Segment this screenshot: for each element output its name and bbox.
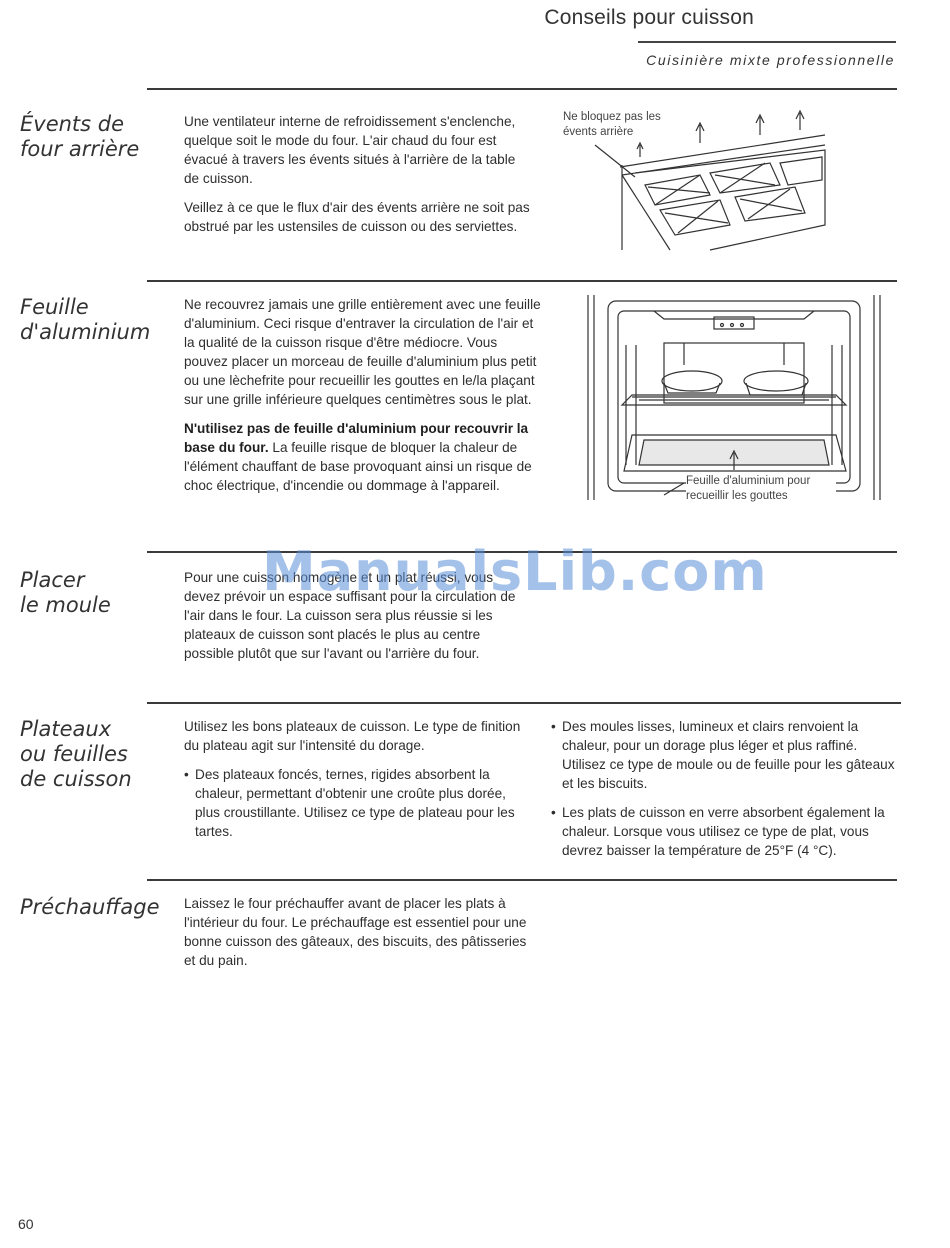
list-item: Des moules lisses, lumineux et clairs re… xyxy=(551,717,903,793)
header-rule xyxy=(638,41,896,43)
section-heading-trays: Plateaux ou feuilles de cuisson xyxy=(20,717,132,791)
section-heading-events: Évents de four arrière xyxy=(20,112,140,161)
section-divider xyxy=(147,88,897,90)
section-divider xyxy=(147,879,897,881)
paragraph: Une ventilateur interne de refroidisseme… xyxy=(184,114,516,186)
vents-caption: Ne bloquez pas les évents arrière xyxy=(563,111,661,138)
list-item: Les plats de cuisson en verre absorbent … xyxy=(551,803,903,860)
section-body-trays-right: Des moules lisses, lumineux et clairs re… xyxy=(551,717,903,870)
page-subtitle: Cuisinière mixte professionnelle xyxy=(646,52,895,68)
paragraph: Ne recouvrez jamais une grille entièreme… xyxy=(184,297,541,407)
list-item: Des plateaux foncés, ternes, rigides abs… xyxy=(184,765,534,841)
paragraph: Pour une cuisson homogène et un plat réu… xyxy=(184,570,516,661)
section-divider xyxy=(147,280,897,282)
section-body-trays-left: Utilisez les bons plateaux de cuisson. L… xyxy=(184,717,534,851)
paragraph: Veillez à ce que le flux d'air des évent… xyxy=(184,200,530,234)
section-body-mold: Pour une cuisson homogène et un plat réu… xyxy=(184,568,529,663)
oven-interior-illustration xyxy=(587,295,881,500)
section-heading-preheat: Préchauffage xyxy=(20,895,160,919)
section-heading-foil: Feuille d'aluminium xyxy=(20,295,151,344)
page-number: 60 xyxy=(18,1216,34,1232)
page-title: Conseils pour cuisson xyxy=(544,6,754,29)
paragraph: Laissez le four préchauffer avant de pla… xyxy=(184,896,527,968)
section-divider xyxy=(147,702,901,704)
section-body-foil: Ne recouvrez jamais une grille entièreme… xyxy=(184,295,542,505)
section-body-events: Une ventilateur interne de refroidisseme… xyxy=(184,112,534,246)
watermark: ManualsLib.com xyxy=(262,540,768,603)
foil-caption: Feuille d'aluminium pour recueillir les … xyxy=(686,474,836,504)
section-body-preheat: Laissez le four préchauffer avant de pla… xyxy=(184,894,529,970)
section-divider xyxy=(147,551,897,553)
paragraph: N'utilisez pas de feuille d'aluminium po… xyxy=(184,419,542,495)
section-heading-mold: Placer le moule xyxy=(20,568,111,617)
paragraph: Utilisez les bons plateaux de cuisson. L… xyxy=(184,719,521,753)
warning-text: N'utilisez pas de feuille d'aluminium po… xyxy=(184,421,529,455)
cooktop-vents-illustration xyxy=(594,109,826,251)
paragraph-rest: La feuille risque de bloquer la chaleur … xyxy=(184,440,532,493)
